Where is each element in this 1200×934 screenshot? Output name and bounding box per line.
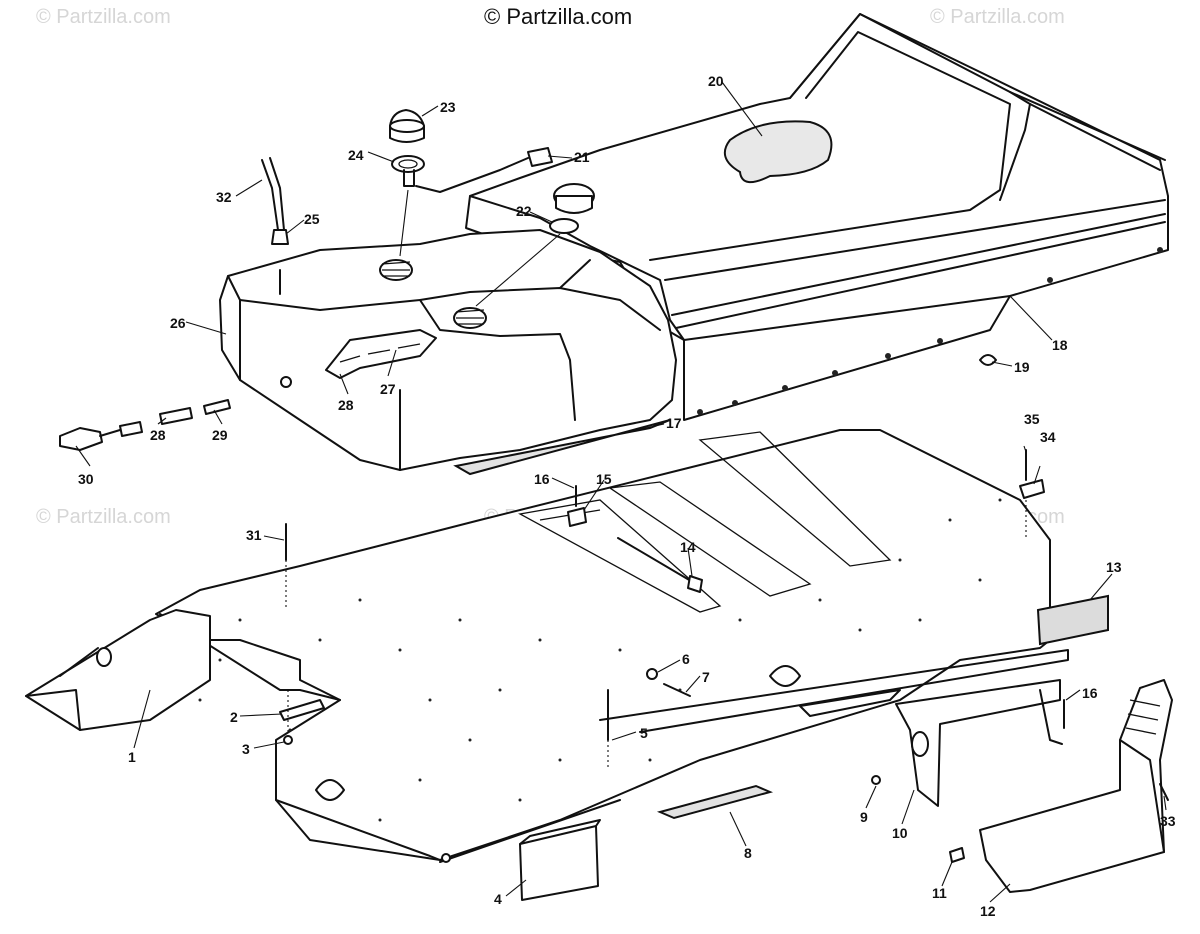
watermark-mid-left: © Partzilla.com [36,506,171,528]
callout-18: 18 [1052,337,1068,353]
callout-21: 21 [574,149,590,165]
callout-35: 35 [1024,411,1040,427]
callout-1: 1 [128,749,136,765]
callout-25: 25 [304,211,320,227]
fuel-tank [219,229,677,476]
callout-7: 7 [702,669,710,685]
callout-26: 26 [170,315,186,331]
callout-numbers: 1 2 3 4 5 6 7 8 9 10 11 12 13 14 15 16 1… [78,73,1176,919]
callout-6: 6 [682,651,690,667]
chassis-pan [25,429,1069,863]
callout-19: 19 [1014,359,1030,375]
callout-29: 29 [212,427,228,443]
seat-assembly [465,13,1169,421]
callout-30: 30 [78,471,94,487]
callout-13: 13 [1106,559,1122,575]
callout-33: 33 [1160,813,1176,829]
callout-34: 34 [1040,429,1056,445]
callout-2: 2 [230,709,238,725]
callout-17: 17 [666,415,682,431]
callout-11: 11 [932,885,947,901]
callout-12: 12 [980,903,996,919]
callout-16: 16 [534,471,550,487]
watermark-top-left: © Partzilla.com [36,6,171,28]
watermark-main: © Partzilla.com [484,4,633,29]
callout-22: 22 [516,203,532,219]
callout-20: 20 [708,73,724,89]
callout-16-right: 16 [1082,685,1098,701]
callout-5: 5 [640,725,648,741]
callout-31: 31 [246,527,262,543]
callout-3: 3 [242,741,250,757]
watermark-top-right: © Partzilla.com [930,6,1065,28]
callout-27: 27 [380,381,396,397]
callout-8: 8 [744,845,752,861]
small-parts [59,109,1173,901]
callout-32: 32 [216,189,232,205]
leader-lines [75,81,1167,903]
callout-28-lower: 28 [150,427,166,443]
callout-28-upper: 28 [338,397,354,413]
callout-24: 24 [348,147,364,163]
callout-14: 14 [680,539,696,555]
callout-23: 23 [440,99,456,115]
callout-15: 15 [596,471,612,487]
callout-9: 9 [860,809,868,825]
callout-4: 4 [494,891,502,907]
callout-10: 10 [892,825,908,841]
